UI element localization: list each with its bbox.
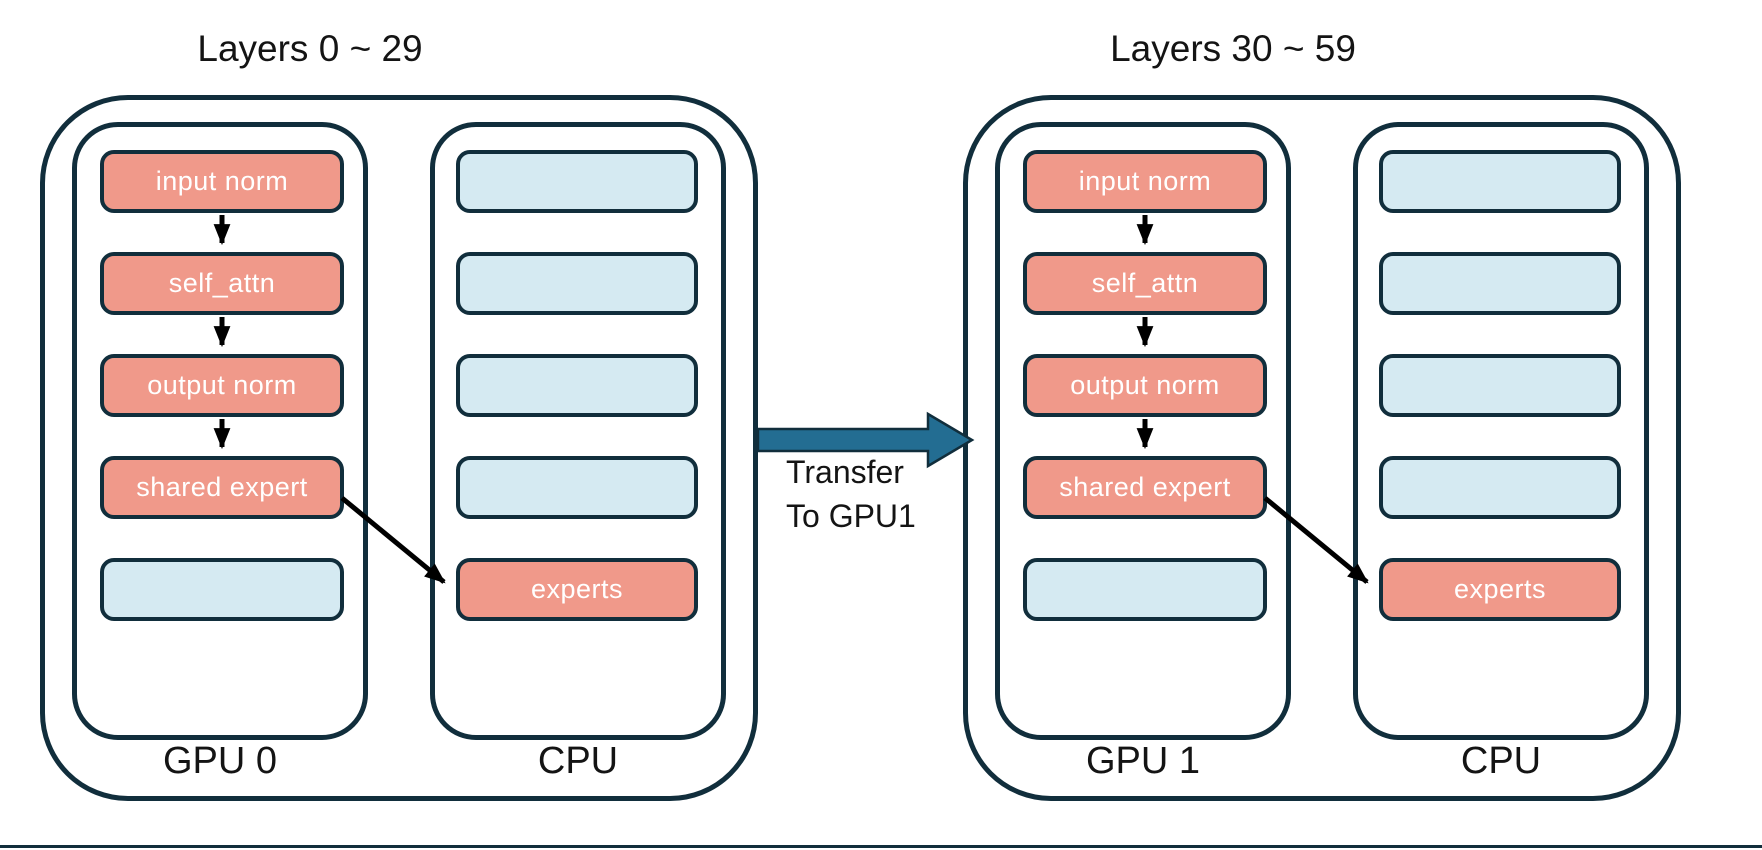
- experts-box: experts: [1379, 558, 1621, 621]
- gpu0-label: GPU 0: [162, 740, 278, 782]
- cpu-empty-slot-box: [456, 456, 698, 519]
- group-title: Layers 0 ~ 29: [197, 28, 423, 69]
- experts-box: experts: [456, 558, 698, 621]
- gpu-empty-slot-box: [1023, 558, 1267, 621]
- cpu-column-frame: [1353, 122, 1649, 740]
- transfer-label: Transfer To GPU1: [786, 450, 916, 538]
- cpu-empty-slot-box: [456, 252, 698, 315]
- gpu0-column-frame: [72, 122, 368, 740]
- self-attn-box: self_attn: [1023, 252, 1267, 315]
- self-attn-box: self_attn: [100, 252, 344, 315]
- output-norm-box: output norm: [100, 354, 344, 417]
- gpu1-column-frame: [995, 122, 1291, 740]
- cpu-empty-slot-box: [456, 354, 698, 417]
- transfer-label-line1: Transfer: [786, 454, 904, 490]
- bottom-divider: [0, 845, 1762, 848]
- layer-group-0-29: Layers 0 ~ 29 input norm self_attn outpu…: [40, 0, 760, 850]
- gpu-empty-slot-box: [100, 558, 344, 621]
- input-norm-box: input norm: [100, 150, 344, 213]
- shared-expert-box: shared expert: [1023, 456, 1267, 519]
- cpu-column-frame: [430, 122, 726, 740]
- gpu1-label: GPU 1: [1085, 740, 1201, 782]
- cpu-label: CPU: [537, 740, 619, 782]
- shared-expert-box: shared expert: [100, 456, 344, 519]
- cpu-empty-slot-box: [1379, 354, 1621, 417]
- layer-group-30-59: Layers 30 ~ 59 input norm self_attn outp…: [963, 0, 1683, 850]
- transfer-label-line2: To GPU1: [786, 498, 916, 534]
- output-norm-box: output norm: [1023, 354, 1267, 417]
- cpu-empty-slot-box: [1379, 252, 1621, 315]
- cpu-empty-slot-box: [1379, 456, 1621, 519]
- cpu-label: CPU: [1460, 740, 1542, 782]
- cpu-empty-slot-box: [456, 150, 698, 213]
- input-norm-box: input norm: [1023, 150, 1267, 213]
- group-title: Layers 30 ~ 59: [1110, 28, 1356, 69]
- cpu-empty-slot-box: [1379, 150, 1621, 213]
